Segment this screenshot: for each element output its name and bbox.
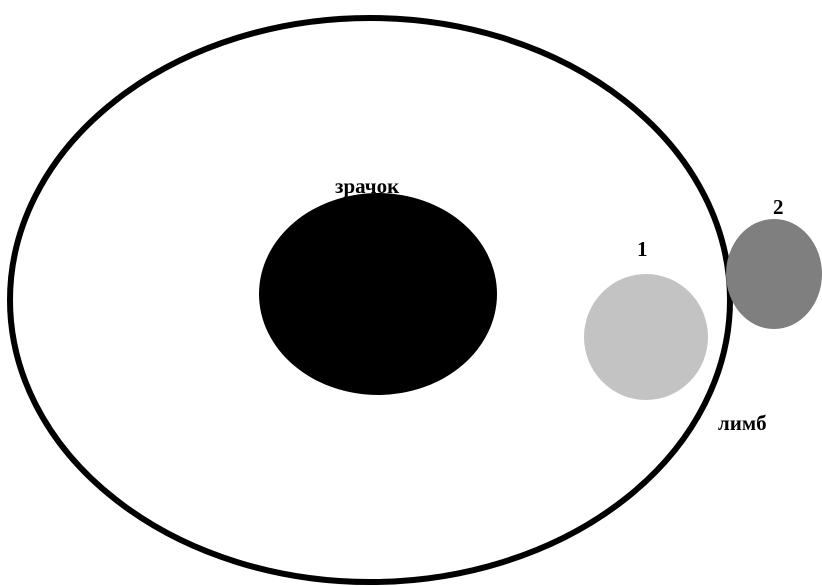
marker-2-label: 2 xyxy=(773,195,784,219)
pupil xyxy=(259,193,497,395)
spot-1 xyxy=(584,274,708,400)
marker-1-label: 1 xyxy=(637,237,648,261)
spot-2 xyxy=(726,219,822,329)
limbus-label: лимб xyxy=(718,411,767,435)
pupil-label: зрачок xyxy=(335,174,400,198)
